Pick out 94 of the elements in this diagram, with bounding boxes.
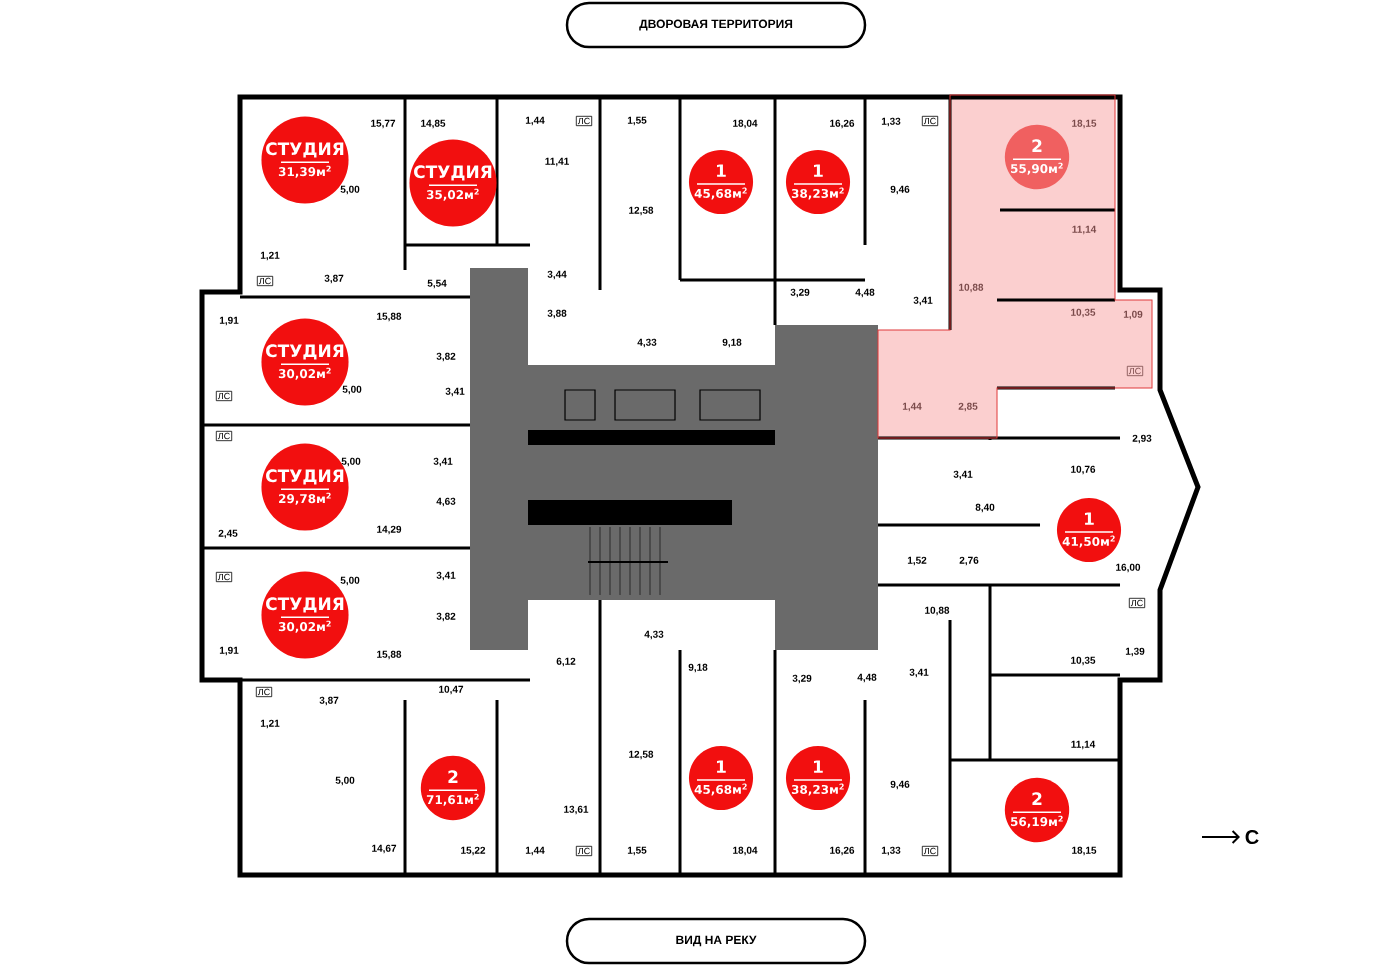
area-label: 15,88 xyxy=(377,312,402,322)
area-label: 4,63 xyxy=(436,497,456,507)
apartment-badge: 2 55,90м$^{2}$ xyxy=(1004,124,1070,190)
area-label: 3,41 xyxy=(909,668,929,678)
label-pill: ВИД НА РЕКУ xyxy=(565,917,867,965)
area-label: 3,82 xyxy=(436,352,456,362)
area-label: 3,87 xyxy=(324,274,344,284)
room-tag: ЛС xyxy=(215,430,233,442)
area-label: 1,39 xyxy=(1125,647,1145,657)
area-label: 4,33 xyxy=(637,338,657,348)
label-pill: ДВОРОВАЯ ТЕРРИТОРИЯ xyxy=(565,1,867,49)
area-label: 12,58 xyxy=(629,206,654,216)
area-label: 15,77 xyxy=(371,119,396,129)
room-tag: ЛС xyxy=(921,115,939,127)
area-label: 3,82 xyxy=(436,612,456,622)
area-label: 1,33 xyxy=(881,117,901,127)
area-label: 9,46 xyxy=(890,780,910,790)
room-tag: ЛС xyxy=(575,845,593,857)
room-tag: ЛС xyxy=(255,686,273,698)
area-label: 4,48 xyxy=(857,673,877,683)
area-label: 6,12 xyxy=(556,657,576,667)
apartment-badge: 1 38,23м$^{2}$ xyxy=(785,149,851,215)
area-label: 15,22 xyxy=(461,846,486,856)
apartment-badge: СТУДИЯ 35,02м$^{2}$ xyxy=(409,139,497,227)
room-tag: ЛС xyxy=(256,275,274,287)
area-label: 1,44 xyxy=(902,402,922,412)
area-label: 11,14 xyxy=(1072,225,1097,235)
area-label: 11,41 xyxy=(545,157,569,167)
area-label: 1,52 xyxy=(907,556,927,566)
area-label: 1,44 xyxy=(525,116,545,126)
apartment-badge: 2 71,61м$^{2}$ xyxy=(420,755,486,821)
area-label: 1,09 xyxy=(1123,310,1143,320)
area-label: 4,48 xyxy=(855,288,875,298)
area-label: 13,61 xyxy=(564,805,589,815)
area-label: 2,85 xyxy=(958,402,978,412)
area-label: 12,58 xyxy=(629,750,654,760)
area-label: 3,29 xyxy=(790,288,810,298)
area-label: 3,87 xyxy=(319,696,339,706)
area-label: 15,88 xyxy=(377,650,402,660)
area-label: 16,26 xyxy=(830,119,855,129)
area-label: 18,04 xyxy=(733,119,758,129)
area-label: 3,41 xyxy=(445,387,465,397)
area-label: 9,18 xyxy=(688,663,708,673)
area-label: 10,47 xyxy=(439,685,464,695)
area-label: 14,67 xyxy=(372,844,397,854)
area-label: 2,45 xyxy=(218,529,238,539)
area-label: 10,35 xyxy=(1071,308,1096,318)
area-label: 18,15 xyxy=(1072,846,1097,856)
area-label: 14,29 xyxy=(377,525,402,535)
room-tag: ЛС xyxy=(1126,365,1144,377)
area-label: 8,40 xyxy=(975,503,995,513)
area-label: 1,33 xyxy=(881,846,901,856)
area-label: 1,91 xyxy=(219,316,239,326)
area-label: 10,88 xyxy=(925,606,950,616)
area-label: 1,21 xyxy=(260,719,280,729)
area-label: 14,85 xyxy=(421,119,446,129)
area-label: 10,35 xyxy=(1071,656,1096,666)
apartment-badge: 1 41,50м$^{2}$ xyxy=(1056,497,1122,563)
room-tag: ЛС xyxy=(921,845,939,857)
area-label: 3,88 xyxy=(547,309,567,319)
room-tag: ЛС xyxy=(1128,597,1146,609)
area-label: 3,41 xyxy=(913,296,933,306)
area-label: 1,91 xyxy=(219,646,239,656)
area-label: 16,00 xyxy=(1116,563,1141,573)
area-label: 10,88 xyxy=(959,283,984,293)
room-tag: ЛС xyxy=(215,390,233,402)
area-label: 1,55 xyxy=(627,116,647,126)
area-label: 18,04 xyxy=(733,846,758,856)
area-label: 3,41 xyxy=(436,571,456,581)
apartment-badge: 1 45,68м$^{2}$ xyxy=(688,745,754,811)
area-label: 1,21 xyxy=(260,251,280,261)
area-label: 1,55 xyxy=(627,846,647,856)
area-label: 9,18 xyxy=(722,338,742,348)
area-label: 2,76 xyxy=(959,556,979,566)
area-label: 2,93 xyxy=(1132,434,1152,444)
room-tag: ЛС xyxy=(215,571,233,583)
apartment-badge: 1 38,23м$^{2}$ xyxy=(785,745,851,811)
area-label: 10,76 xyxy=(1071,465,1096,475)
area-label: 4,33 xyxy=(644,630,664,640)
compass-label: С xyxy=(1245,829,1259,845)
area-label: 18,15 xyxy=(1072,119,1097,129)
area-label: 3,41 xyxy=(953,470,973,480)
area-label: 9,46 xyxy=(890,185,910,195)
area-label: 5,00 xyxy=(335,776,355,786)
apartment-badge: 1 45,68м$^{2}$ xyxy=(688,149,754,215)
area-label: 11,14 xyxy=(1071,740,1096,750)
area-label: 3,41 xyxy=(433,457,453,467)
area-label: 3,44 xyxy=(547,270,567,280)
room-tag: ЛС xyxy=(575,115,593,127)
area-label: 1,44 xyxy=(525,846,545,856)
area-label: 3,29 xyxy=(792,674,812,684)
apartment-badge: 2 56,19м$^{2}$ xyxy=(1004,777,1070,843)
area-label: 5,54 xyxy=(427,279,447,289)
area-label: 16,26 xyxy=(830,846,855,856)
